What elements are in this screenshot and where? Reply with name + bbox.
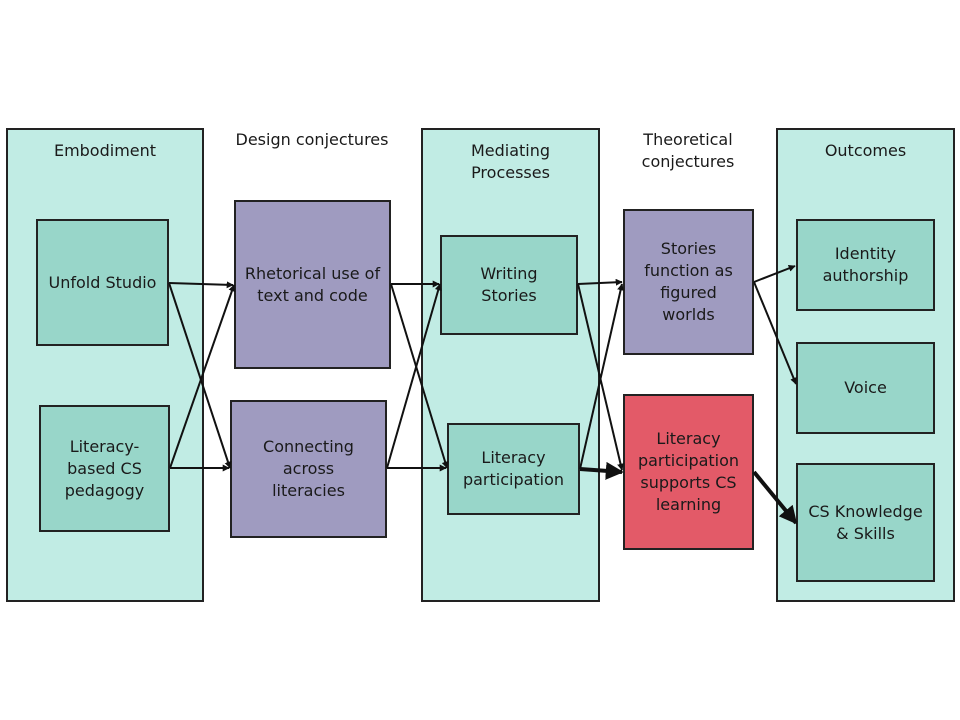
arrow-unfold-to-rhetorical (168, 281, 234, 289)
arrow-literacy-cs-to-knowledge (752, 470, 798, 525)
arrow-stories-to-voice (753, 281, 797, 385)
arrow-rhetorical-to-participation (390, 283, 449, 469)
mediating-processes-header: Mediating Processes (470, 141, 551, 182)
unfold-studio-box: Unfold Studio (36, 219, 169, 346)
arrow-writing-to-stories (577, 278, 623, 286)
arrow-unfold-to-connecting (168, 282, 232, 469)
cs-knowledge-skills-box: CS Knowledge & Skills (796, 463, 935, 582)
literacy-based-cs-pedagogy-box: Literacy- based CS pedagogy (39, 405, 170, 532)
literacy-participation-box: Literacy participation (447, 423, 580, 515)
arrow-pedagogy-to-rhetorical (169, 284, 236, 469)
design-conjectures-header: Design conjectures (235, 130, 389, 149)
theoretical-conjectures-header: Theoretical conjectures (641, 130, 735, 171)
connecting-literacies-box: Connecting across literacies (230, 400, 387, 538)
writing-stories-box: Writing Stories (440, 235, 578, 335)
mediating-column (421, 128, 600, 602)
voice-box: Voice (796, 342, 935, 434)
literacy-supports-cs-box: Literacy participation supports CS learn… (623, 394, 754, 550)
arrow-connecting-to-writing (386, 283, 442, 469)
arrow-stories-to-identity (753, 265, 796, 283)
rhetorical-use-box: Rhetorical use of text and code (234, 200, 391, 369)
identity-authorship-box: Identity authorship (796, 219, 935, 311)
arrow-participation-to-stories (579, 283, 625, 470)
embodiment-header: Embodiment (53, 141, 157, 160)
outcomes-header: Outcomes (824, 141, 907, 160)
stories-figured-worlds-box: Stories function as figured worlds (623, 209, 754, 355)
arrow-participation-to-literacy-cs (579, 461, 624, 480)
